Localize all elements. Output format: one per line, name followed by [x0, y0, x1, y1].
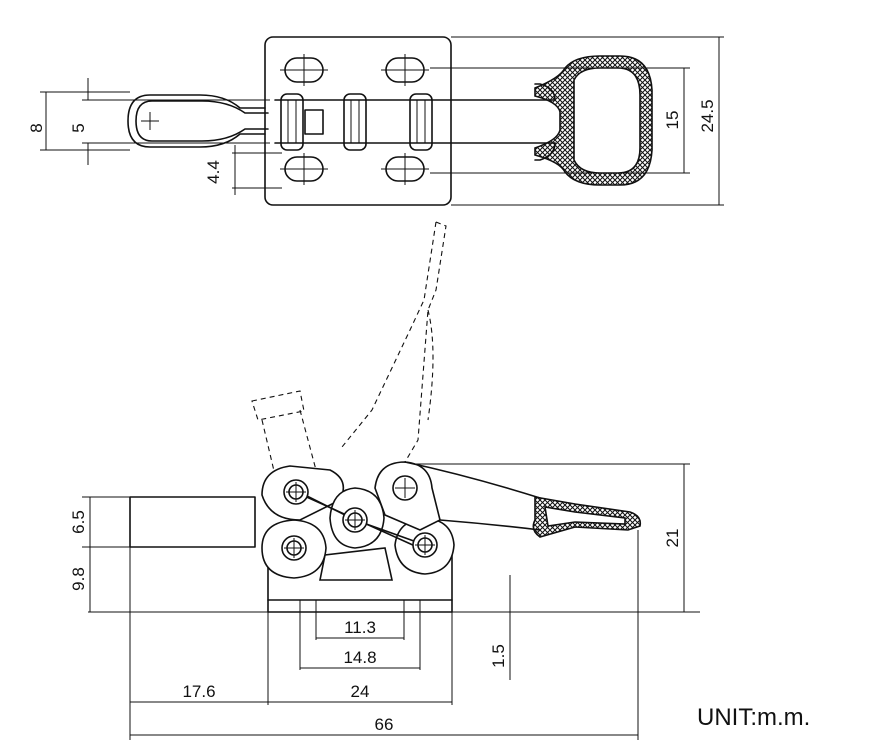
dim-base-width: 24.5	[698, 99, 717, 132]
dim-base-length: 24	[351, 682, 370, 701]
dim-base-thickness: 1.5	[489, 644, 508, 668]
dim-slot-width: 8	[27, 123, 46, 132]
dim-hole-offset: 4.4	[204, 160, 223, 184]
mounting-holes	[280, 54, 429, 185]
clamp-arm-slot	[127, 94, 266, 148]
dim-overall-height: 21	[663, 529, 682, 548]
base-plate	[264, 36, 452, 206]
handle-closed-position	[404, 461, 642, 538]
handle-open-position	[251, 221, 447, 489]
dim-lower-height: 9.8	[69, 567, 88, 591]
top-view-dimensions	[40, 36, 724, 206]
pivot-pins	[281, 475, 438, 561]
arm-body	[274, 93, 556, 151]
unit-label: UNIT:m.m.	[697, 704, 810, 731]
spindle-bar	[129, 496, 256, 548]
side-view: 6.5 9.8 21 11.3 14.8 1.5 17.6 24 66	[69, 221, 700, 740]
dim-bar-length: 17.6	[182, 682, 215, 701]
dim-outer-hole: 14.8	[343, 648, 376, 667]
dim-inner-hole: 11.3	[344, 618, 376, 637]
dim-upper-height: 6.5	[69, 510, 88, 534]
dim-overall-length: 66	[375, 715, 394, 734]
dim-handle-width: 15	[663, 111, 682, 130]
dim-slot-inner: 5	[69, 123, 88, 132]
top-view: 8 5 4.4 15 24.5	[27, 36, 724, 206]
side-view-dimensions	[82, 463, 690, 740]
handle-grip	[534, 55, 653, 186]
